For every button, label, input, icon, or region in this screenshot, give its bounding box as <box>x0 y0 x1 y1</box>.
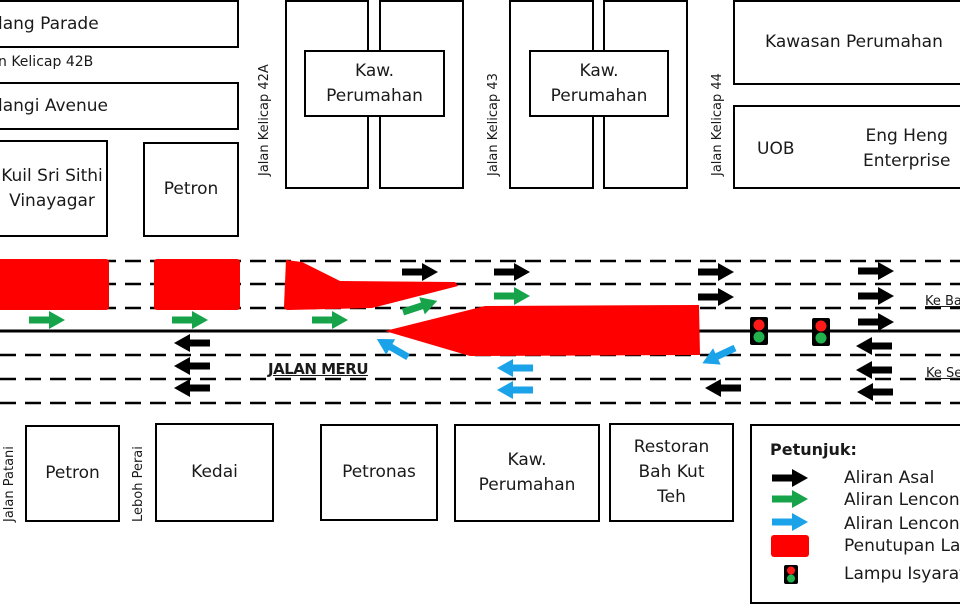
black-flow-arrow-icon <box>402 263 438 281</box>
green-flow-arrow-icon <box>172 311 208 329</box>
building-label-eng-heng: Eng Heng Enterprise <box>863 124 950 174</box>
blue-flow-arrow-icon <box>497 381 533 399</box>
green-flow-arrow-icon <box>312 311 348 329</box>
direction-label-east: Ke Ba <box>925 294 960 309</box>
building-label-line2: Bah Kut <box>638 462 705 482</box>
building-label-line1: Eng Heng <box>865 126 948 146</box>
building-kedai: Kedai <box>155 423 274 522</box>
traffic-light-icon <box>784 565 798 584</box>
black-flow-arrow-icon <box>174 357 210 375</box>
building-petronas: Petronas <box>320 424 438 521</box>
building-petron-south: Petron <box>25 425 120 522</box>
building-pelangi-avenue: langi Avenue <box>0 82 239 130</box>
direction-label-west: Ke Se <box>926 366 960 381</box>
building-label-line1: Kaw. <box>354 60 394 81</box>
black-flow-arrow-icon <box>856 337 892 355</box>
black-flow-arrow-icon <box>174 334 210 352</box>
building-label: Kedai <box>191 462 238 482</box>
building-kaw-perumahan-1: Kaw. Perumahan <box>304 50 445 117</box>
legend-icons <box>771 469 809 584</box>
building-label-line2: Vinayagar <box>9 190 95 211</box>
black-flow-arrow-icon <box>174 379 210 397</box>
street-label-jalan-patani: Jalan Patani <box>2 446 17 522</box>
building-kaw-perumahan-south: Kaw. Perumahan <box>454 424 600 522</box>
legend-label-aliran-lencong-blue: Aliran Lencong <box>844 514 960 534</box>
building-label-line2: Enterprise <box>863 151 951 171</box>
green-flow-arrow-icon <box>494 287 530 305</box>
building-uob-eng-heng: UOB Eng Heng Enterprise <box>733 105 960 189</box>
lane-closure-taper <box>385 305 700 356</box>
street-label-leboh-perai: Leboh Perai <box>131 446 146 522</box>
building-jalan-parade: lang Parade <box>0 0 239 48</box>
lane-closure-taper <box>284 260 458 310</box>
building-label: Kawasan Perumahan <box>765 32 943 52</box>
building-petron-north: Petron <box>143 142 239 237</box>
building-label-line1: Restoran <box>633 437 710 457</box>
building-label-line2: Perumahan <box>326 85 423 106</box>
legend-label-penutupan: Penutupan La <box>844 536 960 556</box>
traffic-light-icon <box>750 317 768 345</box>
street-label-kelicap-42b: n Kelicap 42B <box>0 54 94 70</box>
building-label-line2: Perumahan <box>550 85 648 106</box>
lane-closure <box>0 259 109 310</box>
building-label: lang Parade <box>0 13 99 34</box>
black-flow-arrow-icon <box>858 287 894 305</box>
black-flow-arrow-icon <box>856 361 892 379</box>
building-label-uob: UOB <box>757 139 795 159</box>
green-flow-arrow-icon <box>29 311 65 329</box>
building-label-line3: Teh <box>657 487 686 507</box>
lane-closures <box>0 259 700 356</box>
blue-flow-arrow-icon <box>497 359 533 377</box>
black-flow-arrow-icon <box>698 263 734 281</box>
building-label-line2: Perumahan <box>478 475 576 495</box>
building-label-line1: Kaw. <box>579 60 619 81</box>
legend-title: Petunjuk: <box>770 440 857 459</box>
black-flow-arrow-icon <box>494 263 530 281</box>
building-label: langi Avenue <box>0 95 108 116</box>
building-kawasan-perumahan: Kawasan Perumahan <box>733 0 960 85</box>
black-flow-arrow-icon <box>857 383 893 401</box>
black-flow-arrow-icon <box>698 288 734 306</box>
traffic-lights <box>750 317 830 346</box>
black-flow-arrow-icon <box>705 379 741 397</box>
road-name-label: JALAN MERU <box>268 360 369 378</box>
building-label: Petron <box>163 179 219 199</box>
building-label-line1: Kaw. <box>507 450 547 470</box>
building-label-line1: Kuil Sri Sithi <box>1 165 103 186</box>
blue-arrow-icon <box>772 513 808 531</box>
building-label: Petronas <box>342 462 416 482</box>
legend-label-aliran-lencong-green: Aliran Lencong <box>844 490 960 510</box>
black-flow-arrow-icon <box>858 262 894 280</box>
black-flow-arrow-icon <box>858 313 894 331</box>
building-kaw-perumahan-2: Kaw. Perumahan <box>529 50 669 117</box>
building-kuil: Kuil Sri Sithi Vinayagar <box>0 140 108 237</box>
legend-label-lampu-isyarat: Lampu Isyarat <box>844 564 960 584</box>
black-arrow-icon <box>772 469 808 487</box>
building-label: Petron <box>45 463 100 483</box>
building-restoran-bak-kut-teh: Restoran Bah Kut Teh <box>609 423 734 522</box>
lane-closure <box>154 259 240 310</box>
legend-label-aliran-asal: Aliran Asal <box>844 468 935 488</box>
red-closure-icon <box>771 535 809 557</box>
green-arrow-icon <box>772 490 808 508</box>
legend: Petunjuk: Aliran Asal Aliran Lencong Ali… <box>750 424 960 604</box>
traffic-light-icon <box>812 318 830 346</box>
